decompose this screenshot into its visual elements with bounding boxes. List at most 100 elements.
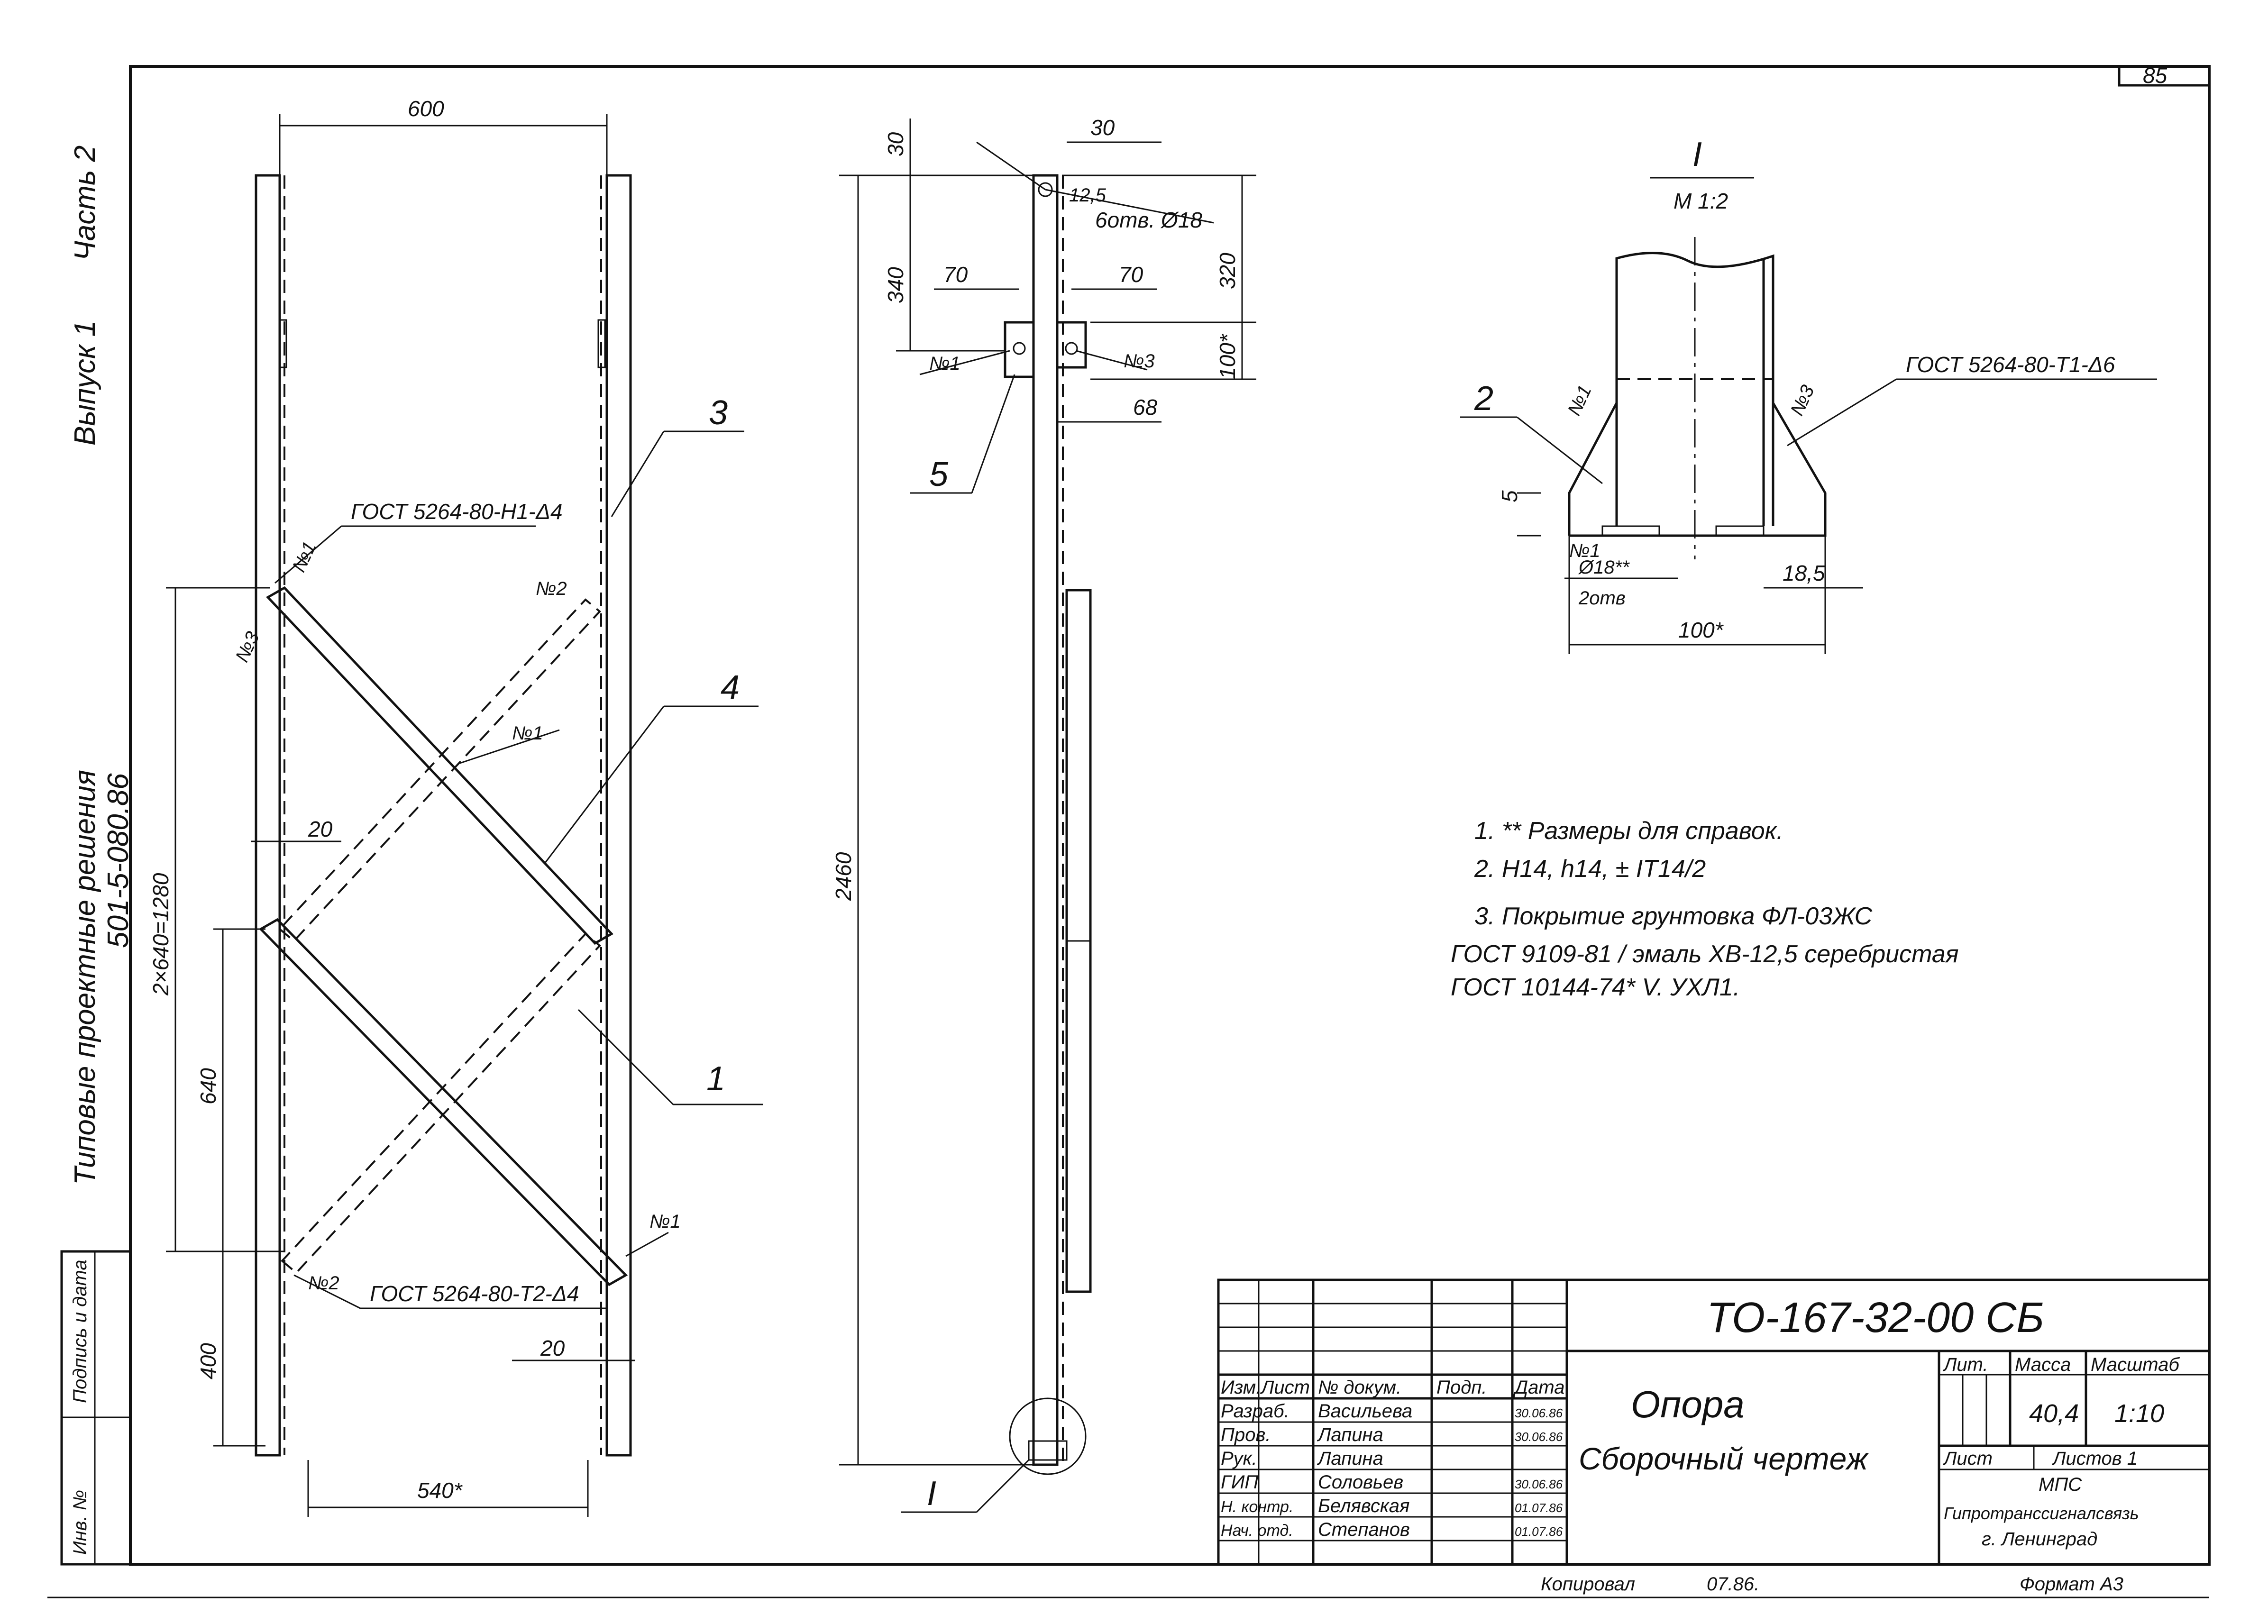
mark-n1-top: №1 [288,538,320,575]
dim-600: 600 [408,96,444,121]
detail-holes-count: 2отв [1578,588,1626,609]
tb-name-1: Васильева [1318,1401,1412,1422]
left-stamp [60,1250,132,1566]
note-5: ГОСТ 10144-74* V. УХЛ1. [1451,974,1740,1001]
tb-date-1: 30.06.86 [1515,1406,1563,1420]
scale-value: 1:10 [2114,1399,2164,1428]
tb-role-5: Н. контр. [1221,1498,1293,1516]
detail-ref-label: I [927,1475,936,1513]
detail-view: I М 1:2 100* 18,5 Ø18** 2отв 5 2 ГОСТ 52… [1460,136,2157,654]
dim-100: 100* [1215,333,1240,379]
detail-dim-18-5: 18,5 [1783,561,1825,585]
dim-68: 68 [1133,395,1158,420]
holes-label: 6отв. Ø18 [1095,208,1202,232]
tb-name-6: Степанов [1318,1519,1410,1540]
detail-mark-n1-bottom: №1 [1569,540,1600,561]
stamp-sign-label: Подпись и дата [70,1259,91,1403]
stamp-inv-label: Инв. № [70,1490,91,1555]
note-1: 1. ** Размеры для справок. [1474,817,1783,845]
copied-label: Копировал [1541,1574,1635,1595]
title-line-1: Опора [1631,1383,1745,1425]
page-number-box [2118,65,2211,87]
dim-20-right: 20 [540,1336,565,1360]
brace-upper-front [265,586,614,945]
mark-n1-bottom: №1 [649,1211,681,1232]
dim-30-right: 30 [1090,115,1115,140]
tb-mass-header: Масса [2015,1354,2071,1375]
tb-role-2: Пров. [1221,1424,1271,1445]
dim-1280: 2×640=1280 [148,873,173,996]
mark-n2-bottom: №2 [308,1273,339,1294]
dim-640: 640 [196,1068,220,1104]
weld-bottom-label: ГОСТ 5264-80-Т2-Δ4 [370,1281,579,1306]
detail-mark-n1-top: №1 [1564,382,1596,419]
tb-header-izm: Изм. [1221,1377,1261,1398]
sheet-frame [129,65,2211,1566]
detail-mark-n3: №3 [1786,382,1819,419]
title-line-2: Сборочный чертеж [1579,1441,1869,1476]
dim-12-5: 12,5 [1069,185,1107,206]
detail-scale: М 1:2 [1674,189,1728,213]
front-view: 600 540* 2×640=1280 640 400 20 20 3 4 1 [148,96,763,1517]
dim-70-left: 70 [943,262,968,287]
tb-header-list: Лист [1260,1377,1310,1398]
tb-role-1: Разраб. [1221,1401,1289,1422]
mark-n2-top: №2 [536,578,567,599]
detail-hole: Ø18** [1578,557,1630,578]
bracket-right [1056,321,1087,369]
tb-name-5: Белявская [1318,1496,1409,1516]
brace-upper-back [278,598,601,942]
side-view: 2460 30 340 30 320 100* 12,5 6отв. Ø18 7… [831,115,1256,1513]
dim-70-right: 70 [1119,262,1143,287]
series-label: Типовые проектные решения [69,770,101,1185]
sheets-label: Листов 1 [2051,1448,2138,1469]
brace-lower-front [258,918,628,1286]
tb-header-date: Дата [1513,1377,1565,1398]
note-3: 3. Покрытие грунтовка ФЛ-03ЖС [1474,903,1873,930]
left-post [255,174,281,1457]
tb-name-4: Соловьев [1318,1472,1403,1493]
tb-date-2: 30.06.86 [1515,1430,1563,1444]
copied-date: 07.86. [1707,1574,1759,1595]
sheet-label: Лист [1942,1448,1993,1469]
side-mark-n3: №3 [1124,351,1155,372]
org-line-3: г. Ленинград [1982,1529,2097,1550]
side-post [1032,174,1059,1466]
detail-weld-label: ГОСТ 5264-80-Т1-Δ6 [1906,352,2115,377]
detail-position-2: 2 [1474,380,1493,418]
dim-540: 540* [417,1478,463,1503]
mass-value: 40,4 [2029,1399,2079,1428]
weld-top-label: ГОСТ 5264-80-Н1-Δ4 [351,499,563,524]
tb-header-doc: № докум. [1318,1377,1401,1398]
detail-base [1568,402,1827,537]
part-label: Часть 2 [69,146,101,261]
tb-lit-header: Лит. [1942,1354,1988,1375]
detail-dim-5: 5 [1497,490,1522,502]
side-mark-n1: №1 [929,353,960,374]
tb-date-4: 30.06.86 [1515,1477,1563,1491]
tb-date-6: 01.07.86 [1515,1524,1563,1539]
position-5: 5 [929,456,949,493]
position-1: 1 [706,1060,725,1098]
detail-dim-100: 100* [1678,618,1724,642]
org-line-1: МПС [2039,1474,2082,1495]
tb-name-2: Лапина [1317,1424,1383,1445]
dim-2460: 2460 [831,852,856,901]
series-code: 501-5-080.86 [102,773,135,948]
detail-circle [1009,1397,1087,1475]
org-line-2: Гипротранссигналсвязь [1944,1504,2139,1523]
title-block: Изм. Лист № докум. Подп. Дата Разраб. Ва… [1217,1278,2211,1566]
bracket-left [1004,321,1035,378]
notes: 1. ** Размеры для справок. 2. Н14, h14, … [1451,817,1959,1001]
detail-profile [1615,252,1774,526]
right-post [605,174,632,1457]
page-number: 85 [2143,63,2167,88]
format-label: Формат А3 [2020,1574,2123,1595]
note-4: ГОСТ 9109-81 / эмаль ХВ-12,5 серебристая [1451,940,1959,968]
tb-date-5: 01.07.86 [1515,1501,1563,1515]
dim-340: 340 [883,267,908,303]
tb-role-6: Нач. отд. [1221,1522,1293,1540]
mark-n3: №3 [231,629,264,666]
dim-320: 320 [1215,253,1240,289]
